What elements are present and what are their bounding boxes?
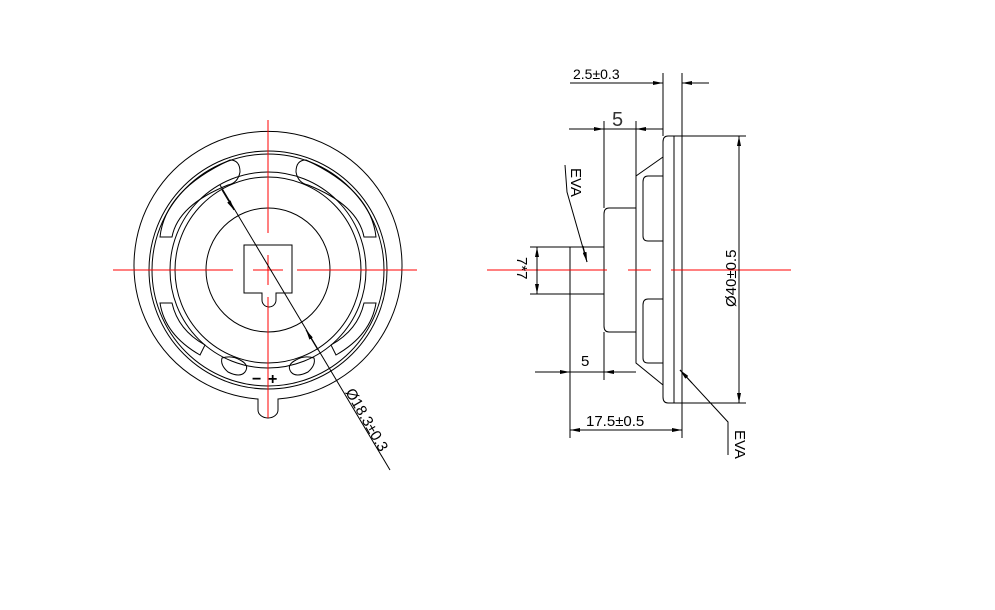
magnet-depth-label: 5 [581,353,589,370]
frame-slot [642,175,663,242]
front-view: − + Ø18.3±0.3 [113,120,417,471]
flange-thickness-label: 2.5±0.3 [573,66,620,82]
front-centerlines [113,120,417,418]
eva-top-label: EVA [567,168,584,197]
terminal-pad [221,356,248,376]
vent-slot [330,302,377,356]
total-height-label: 17.5±0.5 [586,413,644,430]
frame [635,156,664,386]
diameter-leader [219,184,391,471]
vent-slot [295,159,377,238]
diameter-label: Ø18.3±0.3 [342,386,392,455]
eva-bottom-label: EVA [731,430,748,459]
dim-arrow [305,329,319,351]
dim-arrow [221,189,235,211]
terminal-minus: − [252,371,261,388]
center-terminal [243,244,293,308]
side-view: 2.5±0.3 5 7*7 EVA Ø40±0.5 5 [487,66,791,459]
frame-slot [642,298,663,364]
flange [662,135,675,404]
outer-frame [133,130,403,419]
outer-diameter-label: Ø40±0.5 [723,250,740,307]
vent-slot [159,302,206,356]
vent-slot [159,159,241,238]
frame-depth-label: 5 [612,109,623,131]
terminal-plus: + [268,371,277,388]
magnet-size-label: 7*7 [513,257,530,280]
terminal-pad [288,356,315,376]
